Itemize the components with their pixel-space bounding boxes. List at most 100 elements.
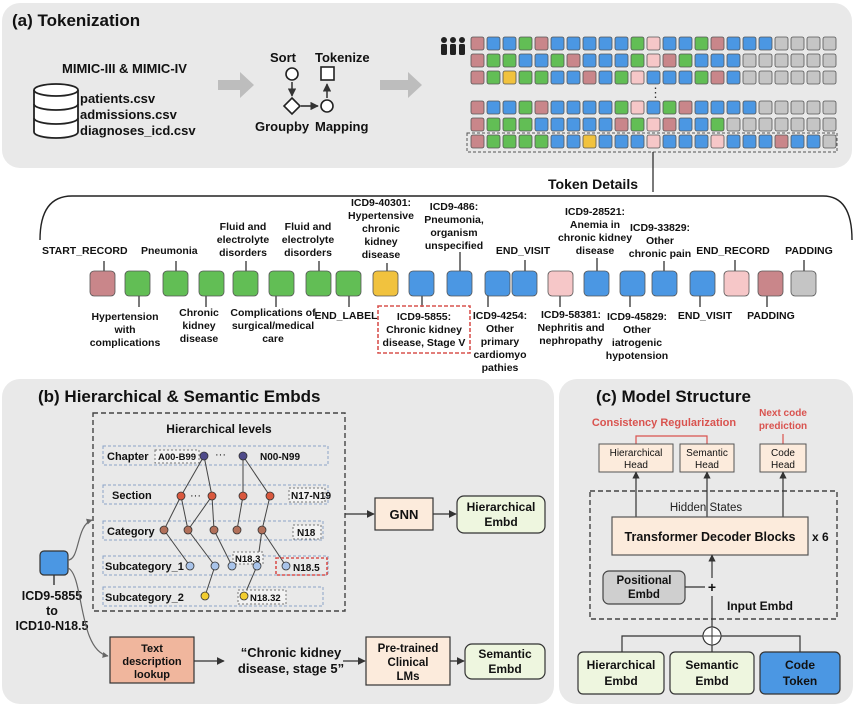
hierarchical-embd-l1: Hierarchical bbox=[467, 500, 536, 514]
chapter-dots: ··· bbox=[215, 449, 226, 461]
label-icd45829-l2: Other bbox=[623, 324, 651, 336]
code-head-l2: Head bbox=[771, 460, 795, 471]
detail-token bbox=[198, 270, 225, 297]
node-category-5 bbox=[257, 525, 267, 535]
sequence-token bbox=[694, 36, 709, 51]
sequence-token bbox=[662, 70, 677, 85]
highlight-icd5855 bbox=[377, 305, 471, 354]
level-subcategory-1: Subcategory_1 bbox=[105, 561, 184, 573]
detail-token bbox=[446, 270, 473, 297]
sequence-token bbox=[790, 36, 805, 51]
label-icd5855-l1: ICD9-5855: bbox=[397, 311, 451, 323]
sequence-token bbox=[678, 134, 693, 149]
step-tokenize: Tokenize bbox=[315, 50, 370, 65]
token-labels-top: START_RECORD Pneumonia Fluid and electro… bbox=[42, 197, 833, 261]
sequence-token bbox=[582, 70, 597, 85]
sequence-token bbox=[726, 100, 741, 115]
sequence-token bbox=[806, 117, 821, 132]
detail-token bbox=[790, 270, 817, 297]
input-code-l1: Code bbox=[785, 658, 815, 672]
clinical-lm-l3: LMs bbox=[397, 671, 420, 683]
next-code-l1: Next code bbox=[759, 408, 807, 419]
detail-token bbox=[408, 270, 435, 297]
label-icd33829-l3: chronic pain bbox=[629, 248, 691, 260]
detail-token bbox=[268, 270, 295, 297]
detail-token bbox=[583, 270, 610, 297]
sequence-token bbox=[758, 70, 773, 85]
sequence-token bbox=[678, 53, 693, 68]
sequence-token bbox=[630, 117, 645, 132]
detail-token bbox=[757, 270, 784, 297]
step-sort: Sort bbox=[270, 50, 297, 65]
node-chapter-a bbox=[199, 451, 209, 461]
sequence-token bbox=[630, 134, 645, 149]
input-hierarchical-embd bbox=[577, 651, 665, 695]
label-icd40301-l5: disease bbox=[362, 249, 401, 261]
hidden-states-label: Hidden States bbox=[670, 502, 742, 514]
sequence-token bbox=[742, 134, 757, 149]
panel-b-title: (b) Hierarchical & Semantic Embds bbox=[38, 387, 320, 406]
label-icd28521-l2: Anemia in bbox=[570, 219, 620, 231]
sequence-token bbox=[614, 134, 629, 149]
sequence-token bbox=[470, 53, 485, 68]
label-icd33829-l1: ICD9-33829: bbox=[630, 222, 690, 234]
label-icd28521-l4: disease bbox=[576, 245, 615, 257]
label-hypertension-l3: complications bbox=[90, 337, 161, 349]
node-sub1-2 bbox=[210, 561, 220, 571]
sequence-token bbox=[758, 36, 773, 51]
label-icd58381-l2: Nephritis and bbox=[537, 322, 604, 334]
detail-token bbox=[547, 270, 574, 297]
groupby-diamond-icon bbox=[282, 96, 302, 116]
next-code-l2: prediction bbox=[759, 421, 807, 432]
section-dots: ··· bbox=[190, 490, 201, 502]
sequence-token bbox=[678, 100, 693, 115]
hierarchy-box bbox=[92, 412, 346, 612]
sequence-token bbox=[486, 100, 501, 115]
input-hier-l1: Hierarchical bbox=[587, 658, 656, 672]
sequence-token bbox=[550, 70, 565, 85]
label-fluid-1-l3: disorders bbox=[219, 247, 267, 259]
input-sem-l2: Embd bbox=[695, 674, 728, 688]
label-padding-bottom: PADDING bbox=[747, 310, 795, 322]
description-quote-l2: disease, stage 5” bbox=[238, 661, 344, 676]
sequence-token bbox=[470, 100, 485, 115]
node-section-4 bbox=[265, 491, 275, 501]
label-icd486-l1: ICD9-486: bbox=[430, 201, 478, 213]
sequence-token bbox=[662, 53, 677, 68]
node-sub1-4 bbox=[252, 561, 262, 571]
sequence-token bbox=[790, 53, 805, 68]
semantic-head bbox=[679, 443, 735, 473]
sequence-token bbox=[726, 70, 741, 85]
label-icd5855-l3: disease, Stage V bbox=[383, 337, 466, 349]
hier-head-l2: Head bbox=[624, 460, 648, 471]
label-complications-l1: Complications of bbox=[230, 307, 316, 319]
panel-c-title: (c) Model Structure bbox=[596, 387, 751, 406]
label-icd4254-l4: cardiomyo bbox=[473, 349, 526, 361]
input-hier-l2: Embd bbox=[604, 674, 637, 688]
sem-head-l1: Semantic bbox=[686, 448, 728, 459]
code-category: N18 bbox=[297, 528, 316, 539]
label-icd40301-l2: Hypertensive bbox=[348, 210, 414, 222]
sequence-token bbox=[566, 36, 581, 51]
sequence-token bbox=[502, 70, 517, 85]
sequence-token bbox=[550, 36, 565, 51]
gnn-box bbox=[374, 497, 434, 531]
label-end-visit-top: END_VISIT bbox=[496, 245, 551, 257]
decoder-repeat: x 6 bbox=[812, 530, 829, 544]
clinical-lm-box bbox=[365, 636, 451, 686]
label-icd45829-l1: ICD9-45829: bbox=[607, 311, 667, 323]
sequence-token bbox=[582, 134, 597, 149]
sequence-token bbox=[534, 134, 549, 149]
code-sub2: N18.32 bbox=[250, 593, 281, 604]
label-icd33829-l2: Other bbox=[646, 235, 674, 247]
level-category: Category bbox=[107, 526, 156, 538]
node-section-3 bbox=[238, 491, 248, 501]
detail-token bbox=[124, 270, 151, 297]
text-lookup-l1: Text bbox=[141, 643, 163, 655]
tokenize-square-icon bbox=[320, 66, 335, 81]
sequence-token bbox=[598, 70, 613, 85]
label-complications-l3: care bbox=[262, 333, 284, 345]
sequence-token bbox=[502, 134, 517, 149]
sequence-token bbox=[518, 53, 533, 68]
